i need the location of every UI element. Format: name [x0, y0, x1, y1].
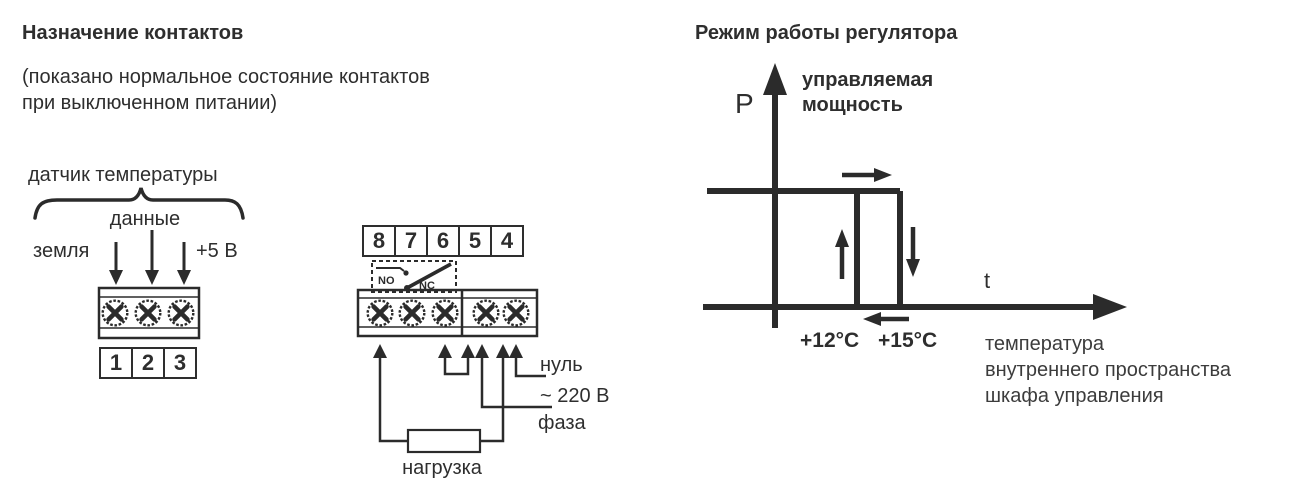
- y-axis-symbol: P: [735, 88, 754, 119]
- sensor-group-label: датчик температуры: [28, 164, 218, 186]
- terminal-number: 5: [458, 225, 492, 257]
- turn-off-threshold: +15°C: [878, 329, 938, 352]
- screw-terminal-icon: [169, 301, 194, 326]
- arrow-right-icon: [874, 168, 892, 182]
- left-subtitle: (показано нормальное состояние контактов…: [22, 66, 430, 114]
- relay-switch-arm: [406, 262, 452, 290]
- terminal-number: 2: [131, 347, 165, 379]
- screw-terminal-icon: [368, 301, 393, 326]
- sensor-wire-arrows-icon: [109, 230, 191, 285]
- turn-on-threshold: +12°C: [800, 329, 860, 352]
- arrow-down-icon: [906, 259, 920, 277]
- relay-terminal-numbers: 8 7 6 5 4: [362, 225, 524, 257]
- terminal-number: 3: [163, 347, 197, 379]
- y-axis-arrow-icon: [763, 63, 787, 95]
- sensor-terminal-numbers: 1 2 3: [99, 347, 197, 379]
- arrow-left-icon: [863, 312, 881, 326]
- left-title: Назначение контактов: [22, 22, 244, 44]
- sensor-terminal-block: [97, 286, 201, 340]
- relay-no-label: NO: [378, 275, 395, 287]
- load-label: нагрузка: [402, 457, 482, 479]
- y-axis-description: управляемая мощность: [802, 69, 934, 116]
- x-axis-symbol: t: [984, 268, 991, 293]
- terminal-number: 4: [490, 225, 524, 257]
- screw-terminal-icon: [504, 301, 529, 326]
- right-title: Режим работы регулятора: [695, 22, 958, 44]
- terminal-number: 1: [99, 347, 133, 379]
- relay-terminal-block: NO NC: [356, 260, 539, 338]
- x-axis-description: температура внутреннего пространства шка…: [985, 333, 1232, 407]
- sensor-ground-label: земля: [33, 240, 90, 262]
- screw-terminal-icon: [103, 301, 128, 326]
- screw-terminal-icon: [474, 301, 499, 326]
- screw-terminal-icon: [136, 301, 161, 326]
- hysteresis-graph: [703, 63, 1127, 328]
- terminal-number: 7: [394, 225, 428, 257]
- sensor-plus5v-label: +5 В: [196, 240, 238, 262]
- sensor-data-label: данные: [109, 208, 181, 230]
- wiring-diagram: [373, 344, 552, 454]
- voltage-label: ~ 220 В: [540, 385, 610, 407]
- screw-terminal-icon: [400, 301, 425, 326]
- relay-dashed-box: [371, 260, 457, 293]
- x-axis-arrow-icon: [1093, 294, 1127, 320]
- screw-terminal-icon: [433, 301, 458, 326]
- terminal-number: 6: [426, 225, 460, 257]
- arrow-up-icon: [835, 229, 849, 247]
- terminal-number: 8: [362, 225, 396, 257]
- neutral-label: нуль: [540, 354, 583, 376]
- load-box: [406, 428, 482, 454]
- curly-brace-icon: [33, 187, 245, 220]
- phase-label: фаза: [538, 412, 586, 434]
